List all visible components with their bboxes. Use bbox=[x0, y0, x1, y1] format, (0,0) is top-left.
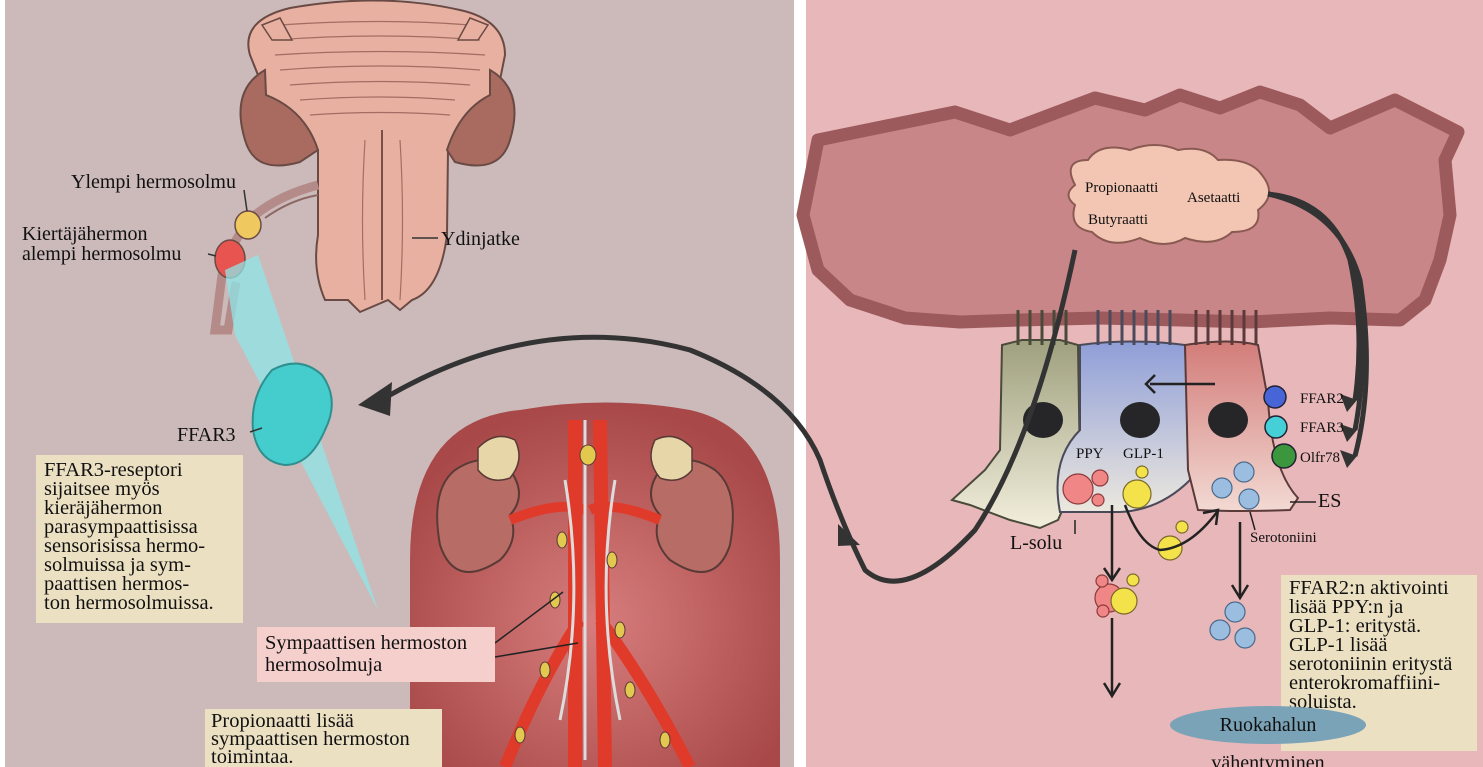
upper-ganglion-label: Ylempi hermosolmu bbox=[71, 171, 236, 193]
l-cell-label: L-solu bbox=[1010, 532, 1062, 554]
serotonin-label: Serotoniini bbox=[1250, 530, 1317, 546]
propionate-label: Propionaatti bbox=[1085, 180, 1158, 196]
propionate-note: Propionaatti lisää sympaattisen hermosto… bbox=[205, 709, 442, 767]
sympathetic-ganglia-label: Sympaattisen hermoston hermosolmuja bbox=[257, 627, 495, 682]
medulla-label: Ydinjatke bbox=[441, 228, 520, 250]
vagus-lower-label-line2: alempi hermosolmu bbox=[22, 243, 181, 265]
upper-ganglion bbox=[235, 211, 261, 239]
appetite-outcome: Ruokahalun vähentyminen bbox=[1170, 706, 1366, 744]
receptor-label-olfr78: Olfr78 bbox=[1300, 450, 1340, 466]
ffar3-note: FFAR3-reseptori sijaitsee myös kieräjähe… bbox=[36, 455, 243, 623]
ffar2-receptor bbox=[1264, 386, 1286, 408]
receptor-label-ffar3: FFAR3 bbox=[1300, 420, 1344, 436]
kidney-region bbox=[410, 403, 780, 767]
receptor-label-ffar2: FFAR2 bbox=[1300, 391, 1344, 407]
glp1-label: GLP-1 bbox=[1123, 446, 1164, 462]
vagus-lower-label-line1: Kiertäjähermon bbox=[22, 223, 148, 245]
ffar3-label: FFAR3 bbox=[177, 424, 236, 446]
es-label: ES bbox=[1318, 490, 1341, 512]
butyrate-label: Butyraatti bbox=[1088, 212, 1148, 228]
ffar3-receptor bbox=[1265, 416, 1287, 438]
olfr78-receptor bbox=[1272, 444, 1296, 468]
ppy-label: PPY bbox=[1076, 446, 1104, 462]
acetate-label: Asetaatti bbox=[1187, 190, 1240, 206]
